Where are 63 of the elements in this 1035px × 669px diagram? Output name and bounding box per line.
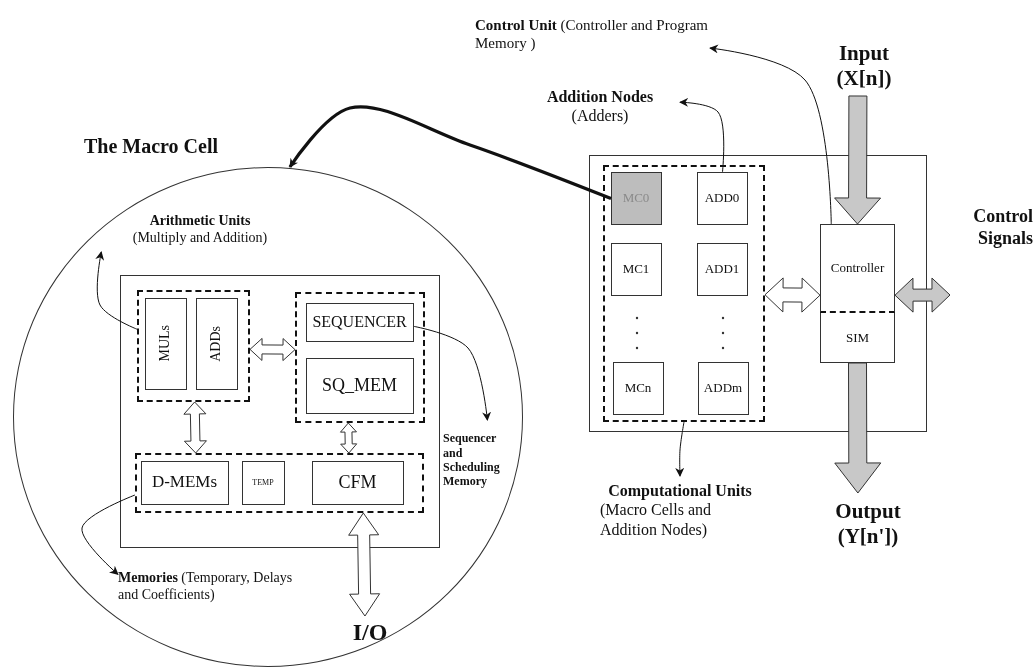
dashed-group [603,165,765,422]
block-arrow [249,337,296,362]
unit-box [311,460,404,505]
box-label: D-MEMs [151,472,218,493]
box-label: ADDm [703,380,743,396]
label-text: (Y[n']) [837,524,899,550]
label-text: Arithmetic Units [149,213,251,230]
box-label: SEQUENCER [312,312,407,332]
arrow [81,494,136,575]
unit-box [305,357,414,414]
arrow [709,44,832,225]
label-text: (Macro Cells and Addition Nodes) [600,500,713,539]
box-label: CFM [338,471,377,494]
arrow [288,105,612,200]
cell-box [696,171,748,225]
controller-box [820,224,895,313]
box-label: MCn [624,380,652,396]
box-label: ADD1 [704,261,740,277]
block-arrow [894,277,951,313]
arrow [413,325,492,421]
unit-box [140,460,229,505]
unit-label: ADDs [208,325,225,362]
dashed-group [135,453,424,513]
block-arrow [183,401,207,454]
unit-box [195,297,238,390]
unit-box [305,302,414,342]
cell-box [610,242,662,296]
dashed-group [295,292,425,423]
label-text: Input [838,40,890,66]
block-arrow [764,277,821,313]
arrow [95,251,138,330]
cell-box [612,361,664,415]
label-text: Memories (Temporary, Delays and Coefficients) [118,570,293,604]
cell-box [696,242,748,296]
unit-label: MULs [157,325,174,362]
label-text: Computational Units [608,481,752,501]
block-arrow [834,362,882,494]
block-arrow [339,422,358,454]
label-text: Addition Nodes [546,86,654,106]
box-label: SIM [845,329,870,346]
block-arrow [348,512,381,617]
label-text: (Multiply and Addition) [132,230,268,247]
label-text: I/O [352,617,388,647]
box-label: TEMP [252,477,274,488]
label-text: (X[n]) [836,66,892,92]
label-text: Output [835,498,901,524]
label-text: Control Unit (Controller and Program Memory ) [475,16,710,52]
heading: The Macro Cell [84,134,219,158]
arrow [675,421,685,477]
label-text: Control Signals [972,206,1033,250]
box-label: MC1 [622,261,650,277]
box-label: SQ_MEM [322,374,397,397]
unit-box [144,297,187,390]
block-arrow [834,95,882,225]
unit-box [241,460,285,505]
box-label: Controller [830,260,885,276]
cell-box [610,171,662,225]
label-text: (Adders) [571,106,629,126]
arrow [679,97,725,173]
dashed-group [137,290,250,402]
box-label: ADD0 [704,190,740,206]
cell-box [697,361,749,415]
label-text: Sequencer and Scheduling Memory [443,431,501,489]
